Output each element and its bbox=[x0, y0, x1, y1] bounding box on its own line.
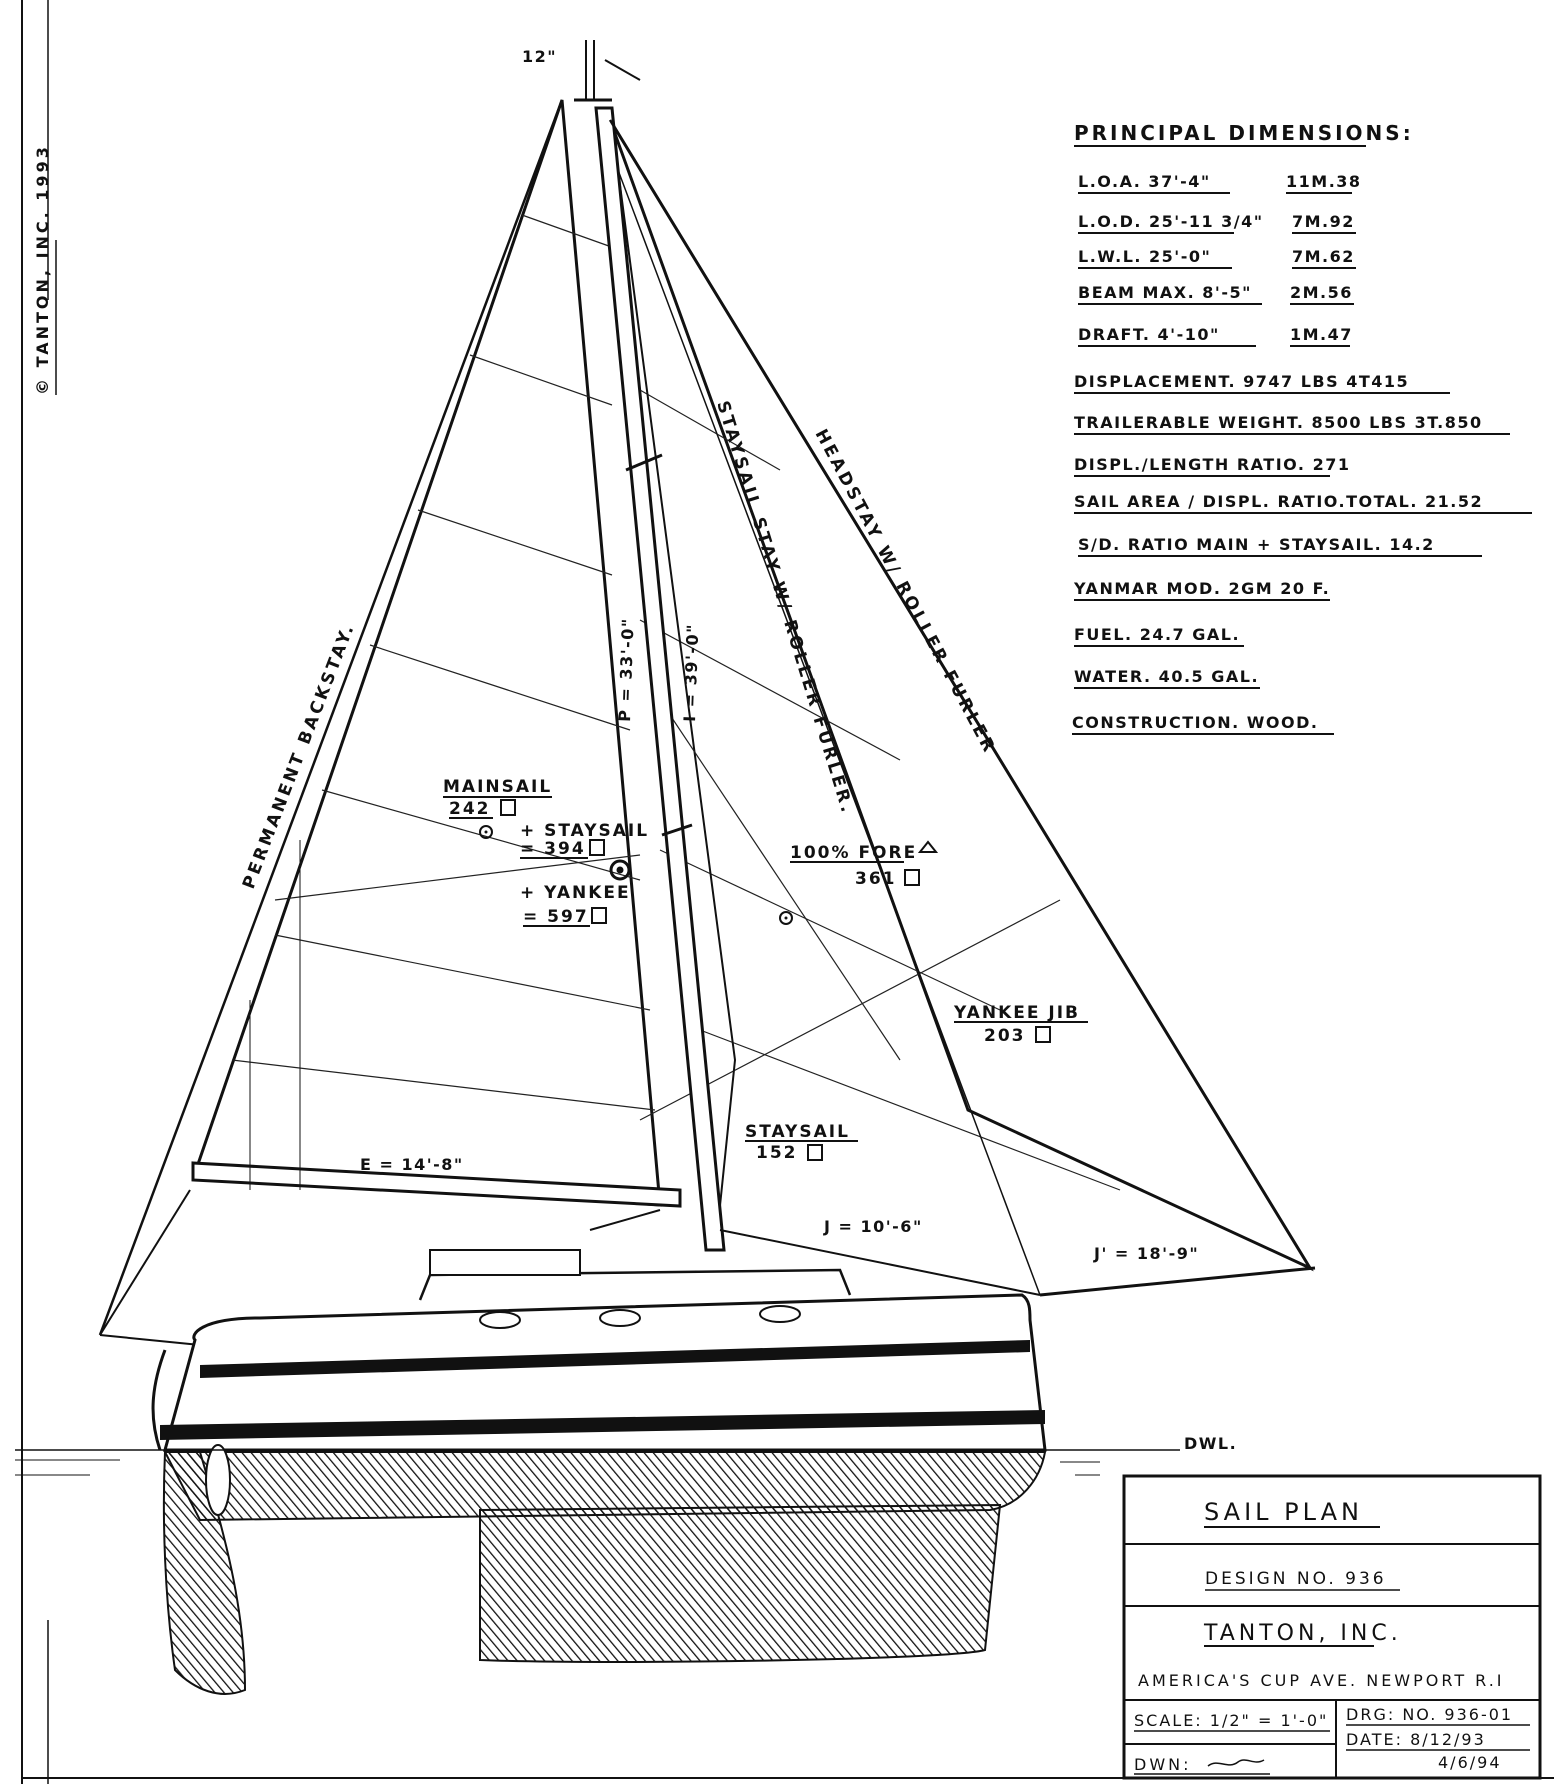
triangle-symbol bbox=[917, 840, 939, 853]
company-name: TANTON, INC. bbox=[1203, 1621, 1402, 1646]
dim-row-label: L.O.D. 25'-11 3/4" bbox=[1078, 212, 1264, 231]
dim-row-metric: 11M.38 bbox=[1286, 172, 1362, 191]
dim-row-metric: 7M.92 bbox=[1292, 212, 1355, 231]
dim-line: YANMAR MOD. 2GM 20 F. bbox=[1073, 579, 1330, 598]
dim-row-label: L.W.L. 25'-0" bbox=[1078, 247, 1211, 266]
drawing-date-revised: 4/6/94 bbox=[1438, 1753, 1502, 1772]
dim-line: FUEL. 24.7 GAL. bbox=[1074, 625, 1240, 644]
sqft-symbol bbox=[1035, 1026, 1051, 1043]
dim-line: TRAILERABLE WEIGHT. 8500 LBS 3T.850 bbox=[1074, 413, 1483, 432]
staysail-label: STAYSAIL bbox=[745, 1122, 850, 1142]
dim-line: S/D. RATIO MAIN + STAYSAIL. 14.2 bbox=[1078, 535, 1435, 554]
copyright-text: © TANTON, INC. 1993 bbox=[33, 144, 52, 395]
principal-dimensions: PRINCIPAL DIMENSIONS: L.O.A. 37'-4" 11M.… bbox=[1072, 121, 1532, 735]
staysail-area: 152 bbox=[756, 1143, 798, 1163]
title-block: SAIL PLAN DESIGN NO. 936 TANTON, INC. AM… bbox=[1122, 1474, 1542, 1780]
plus-yankee-label: + YANKEE bbox=[520, 883, 631, 903]
dim-row-label: BEAM MAX. 8'-5" bbox=[1078, 283, 1252, 302]
fore-area: 361 bbox=[855, 869, 897, 889]
dim-line: CONSTRUCTION. WOOD. bbox=[1072, 713, 1318, 732]
mainsail bbox=[193, 99, 662, 1207]
standing-rigging bbox=[98, 99, 1316, 1346]
yankee-jib-label: YANKEE JIB bbox=[953, 1003, 1080, 1023]
scale: SCALE: 1/2" = 1'-0" bbox=[1134, 1711, 1328, 1730]
mast bbox=[574, 40, 726, 1252]
mast-head-dim: 12" bbox=[522, 47, 557, 66]
sail-area-labels: MAINSAIL 242 + STAYSAIL = 394 + YANKEE =… bbox=[443, 777, 1088, 1163]
sqft-symbol bbox=[807, 1144, 823, 1161]
yankee-jib-area: 203 bbox=[984, 1026, 1026, 1046]
mainsail-area: 242 bbox=[449, 799, 491, 819]
dim-row-label: L.O.A. 37'-4" bbox=[1078, 172, 1211, 191]
sqft-symbol bbox=[591, 907, 607, 924]
j-dimension: J = 10'-6" bbox=[823, 1217, 923, 1236]
company-address: AMERICA'S CUP AVE. NEWPORT R.I bbox=[1138, 1671, 1505, 1690]
title-sail-plan: SAIL PLAN bbox=[1204, 1498, 1363, 1526]
i-dimension: I = 39'-0" bbox=[680, 623, 702, 722]
dim-line: DISPLACEMENT. 9747 LBS 4T415 bbox=[1074, 372, 1409, 391]
dim-row-metric: 2M.56 bbox=[1290, 283, 1353, 302]
drawing-number: DRG: NO. 936-01 bbox=[1346, 1705, 1513, 1724]
headstay-label: HEADSTAY W/ ROLLER FURLER bbox=[811, 426, 1000, 758]
sqft-symbol bbox=[589, 839, 605, 856]
principal-dimensions-heading: PRINCIPAL DIMENSIONS: bbox=[1074, 121, 1414, 145]
fore-label: 100% FORE bbox=[790, 843, 917, 863]
e-dimension: E = 14'-8" bbox=[360, 1155, 464, 1174]
boom bbox=[191, 1161, 682, 1231]
dim-row-metric: 1M.47 bbox=[1290, 325, 1353, 344]
design-number: DESIGN NO. 936 bbox=[1205, 1569, 1387, 1589]
backstay-label: PERMANENT BACKSTAY. bbox=[239, 620, 359, 892]
dim-row-label: DRAFT. 4'-10" bbox=[1078, 325, 1220, 344]
mainsail-label: MAINSAIL bbox=[443, 777, 552, 797]
dim-line: DISPL./LENGTH RATIO. 271 bbox=[1074, 455, 1350, 474]
drawn-by: DWN: bbox=[1134, 1755, 1192, 1774]
dim-row-metric: 7M.62 bbox=[1292, 247, 1355, 266]
sqft-symbol bbox=[500, 799, 516, 816]
dim-line: WATER. 40.5 GAL. bbox=[1074, 667, 1259, 686]
j-prime-dimension: J' = 18'-9" bbox=[1093, 1244, 1199, 1263]
plus-yankee-area: = 597 bbox=[523, 907, 589, 927]
plus-staysail-area: = 394 bbox=[520, 839, 586, 859]
p-dimension: P = 33'-0" bbox=[615, 617, 638, 722]
dim-line: SAIL AREA / DISPL. RATIO.TOTAL. 21.52 bbox=[1074, 492, 1483, 511]
sqft-symbol bbox=[904, 869, 920, 886]
hull bbox=[15, 1249, 1180, 1695]
drawing-date: DATE: 8/12/93 bbox=[1346, 1730, 1486, 1749]
plus-staysail-label: + STAYSAIL bbox=[520, 821, 649, 841]
dwl-label: DWL. bbox=[1184, 1434, 1237, 1453]
